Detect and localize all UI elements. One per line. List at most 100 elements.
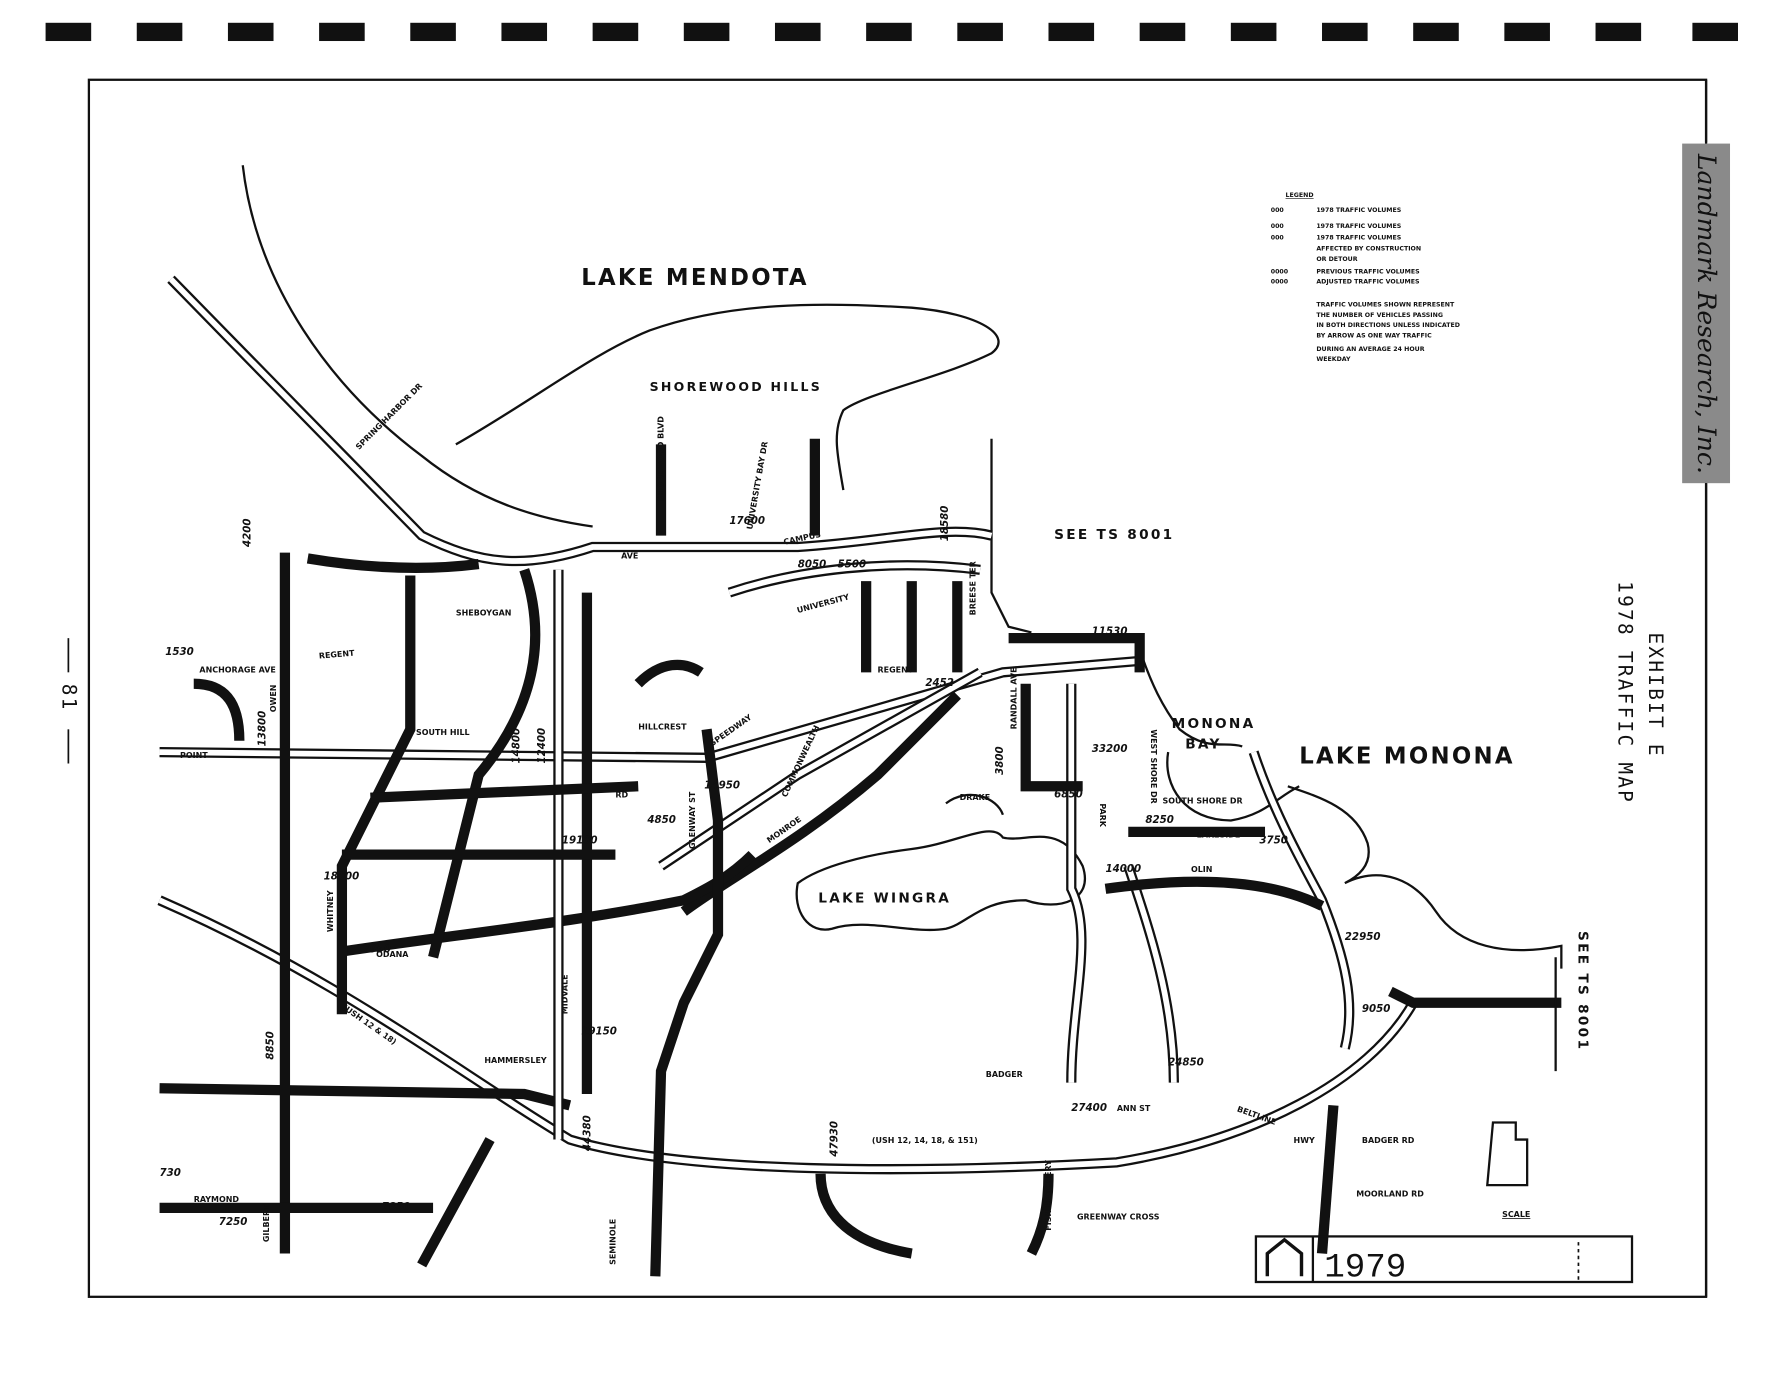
volume-label: 14800 [511,728,523,764]
street-label: LAKESIDE [1197,831,1241,840]
legend-note: IN BOTH DIRECTIONS UNLESS INDICATED [1316,322,1460,329]
volume-label: 13800 [257,711,269,747]
street-label: (USH 12, 14, 18, & 151) [872,1136,978,1145]
legend-note: THE NUMBER OF VEHICLES PASSING [1316,312,1443,319]
lake-mendota-label: LAKE MENDOTA [581,265,809,291]
street-label: REGENT [318,649,355,661]
landmark-stamp: Landmark Research, Inc. [1682,143,1731,484]
street-label: ANCHORAGE AVE [199,665,275,674]
volume-label: 12400 [536,728,548,764]
street-label: REGENT [878,665,914,674]
volume-label: 19100 [562,834,598,846]
volume-label: 1530 [165,646,194,658]
street-label: HILLCREST [638,722,687,731]
volume-label: 4200 [242,518,254,548]
volume-label: 11530 [1092,626,1128,638]
volume-label: 2452 [925,677,954,689]
street-label: WEST SHORE DR [1149,729,1158,803]
legend-text: ADJUSTED TRAFFIC VOLUMES [1316,279,1420,286]
street-label: PARK [1098,803,1107,827]
page-number: 81 [58,684,81,712]
street-label: ODANA [376,950,409,959]
volume-label: 5500 [838,558,867,570]
street-label: AVE [621,551,638,560]
shorewood-hills-label: SHOREWOOD HILLS [650,379,822,394]
volume-label: 8850 [265,1031,277,1060]
volume-label: 3750 [1259,834,1288,846]
legend: LEGEND 000 1978 TRAFFIC VOLUMES 000 1978… [1271,192,1460,363]
street-label: WHITNEY [326,890,335,932]
scale-label: SCALE [1502,1210,1530,1219]
legend-text: 1978 TRAFFIC VOLUMES [1316,234,1401,241]
volume-label: 3800 [994,746,1006,775]
street-label: MOORLAND RD [1356,1190,1424,1199]
legend-symbol: 000 [1271,207,1285,214]
volume-label: 6850 [1054,789,1083,801]
legend-note: DURING AN AVERAGE 24 HOUR [1316,346,1424,353]
street-label: SOUTH HILL [416,728,470,737]
street-label: RAYMOND [194,1195,240,1204]
street-label: OLIN [1191,865,1213,874]
legend-title: LEGEND [1286,192,1314,199]
street-label: POINT [180,751,208,760]
street-label: GREENWAY CROSS [1077,1212,1160,1221]
title-block: 1979 [1254,1235,1634,1287]
street-label: SHOREWOOD BLVD [656,416,665,502]
volume-label: 19150 [581,1026,617,1038]
map-frame [87,78,1708,1298]
street-label: UNIVERSITY [796,592,850,615]
legend-symbol: 000 [1271,234,1285,241]
monona-bay-label-1: MONONA [1172,716,1256,732]
street-label: FISH HATCHERY [1044,1160,1053,1231]
volume-label: 7250 [219,1216,248,1228]
see-ts-8001-label-2: SEE TS 8001 [1574,931,1590,1051]
street-label: HWY [1294,1136,1315,1145]
year-label: 1979 [1324,1249,1406,1287]
volume-label: 33200 [1092,743,1128,755]
volume-label: 17600 [729,515,765,527]
street-label: SEMINOLE [608,1219,617,1265]
street-label: MIDVALE [561,974,570,1014]
legend-symbol: 0000 [1271,268,1289,275]
volume-label: 18900 [324,871,360,883]
street-label: BADGER [986,1070,1023,1079]
monona-bay-label-2: BAY [1185,737,1221,753]
house-logo-icon [1265,1237,1304,1277]
legend-symbol: 000 [1271,223,1285,230]
street-label: BREESE TER [969,561,978,615]
volume-label: 8050 [798,558,827,570]
legend-text: OR DETOUR [1316,256,1357,263]
street-label: DRAKE [960,793,991,802]
street-label: BADGER RD [1362,1136,1415,1145]
legend-note: WEEKDAY [1316,356,1351,363]
volume-label: 9050 [1362,1003,1391,1015]
volume-label: 24850 [1168,1056,1204,1068]
volume-label: 7850 [382,1201,411,1213]
volume-label: 4850 [646,814,676,826]
street-label: RD [615,791,628,800]
volume-label: 44380 [581,1115,593,1152]
street-label: SOUTH SHORE DR [1162,796,1242,805]
volume-label: 18580 [939,506,951,542]
traffic-volumes: 11750 17600 8050 5500 18580 2452 11530 3… [160,506,1391,1228]
lake-monona-label: LAKE MONONA [1299,744,1515,770]
legend-note: BY ARROW AS ONE WAY TRAFFIC [1316,332,1432,339]
lake-wingra-label: LAKE WINGRA [818,891,951,907]
binding-marks [45,22,1738,42]
roads [157,275,1562,1277]
legend-text: AFFECTED BY CONSTRUCTION [1316,246,1421,253]
street-label: GLENWAY ST [688,791,697,849]
street-label: RANDALL AVE [1010,667,1019,729]
legend-symbol: 0000 [1271,279,1289,286]
street-label: GILBERT [262,1204,271,1242]
exhibit-label: EXHIBIT E [1644,632,1667,757]
map-title: 1978 TRAFFIC MAP [1613,581,1636,804]
volume-label: 27400 [1071,1102,1107,1114]
volume-label: 14950 [704,780,740,792]
legend-text: 1978 TRAFFIC VOLUMES [1316,223,1401,230]
volume-label: 22950 [1345,931,1381,943]
see-ts-8001-label: SEE TS 8001 [1054,527,1174,543]
street-label: OWEN [269,685,278,713]
volume-label: 8250 [1145,814,1174,826]
